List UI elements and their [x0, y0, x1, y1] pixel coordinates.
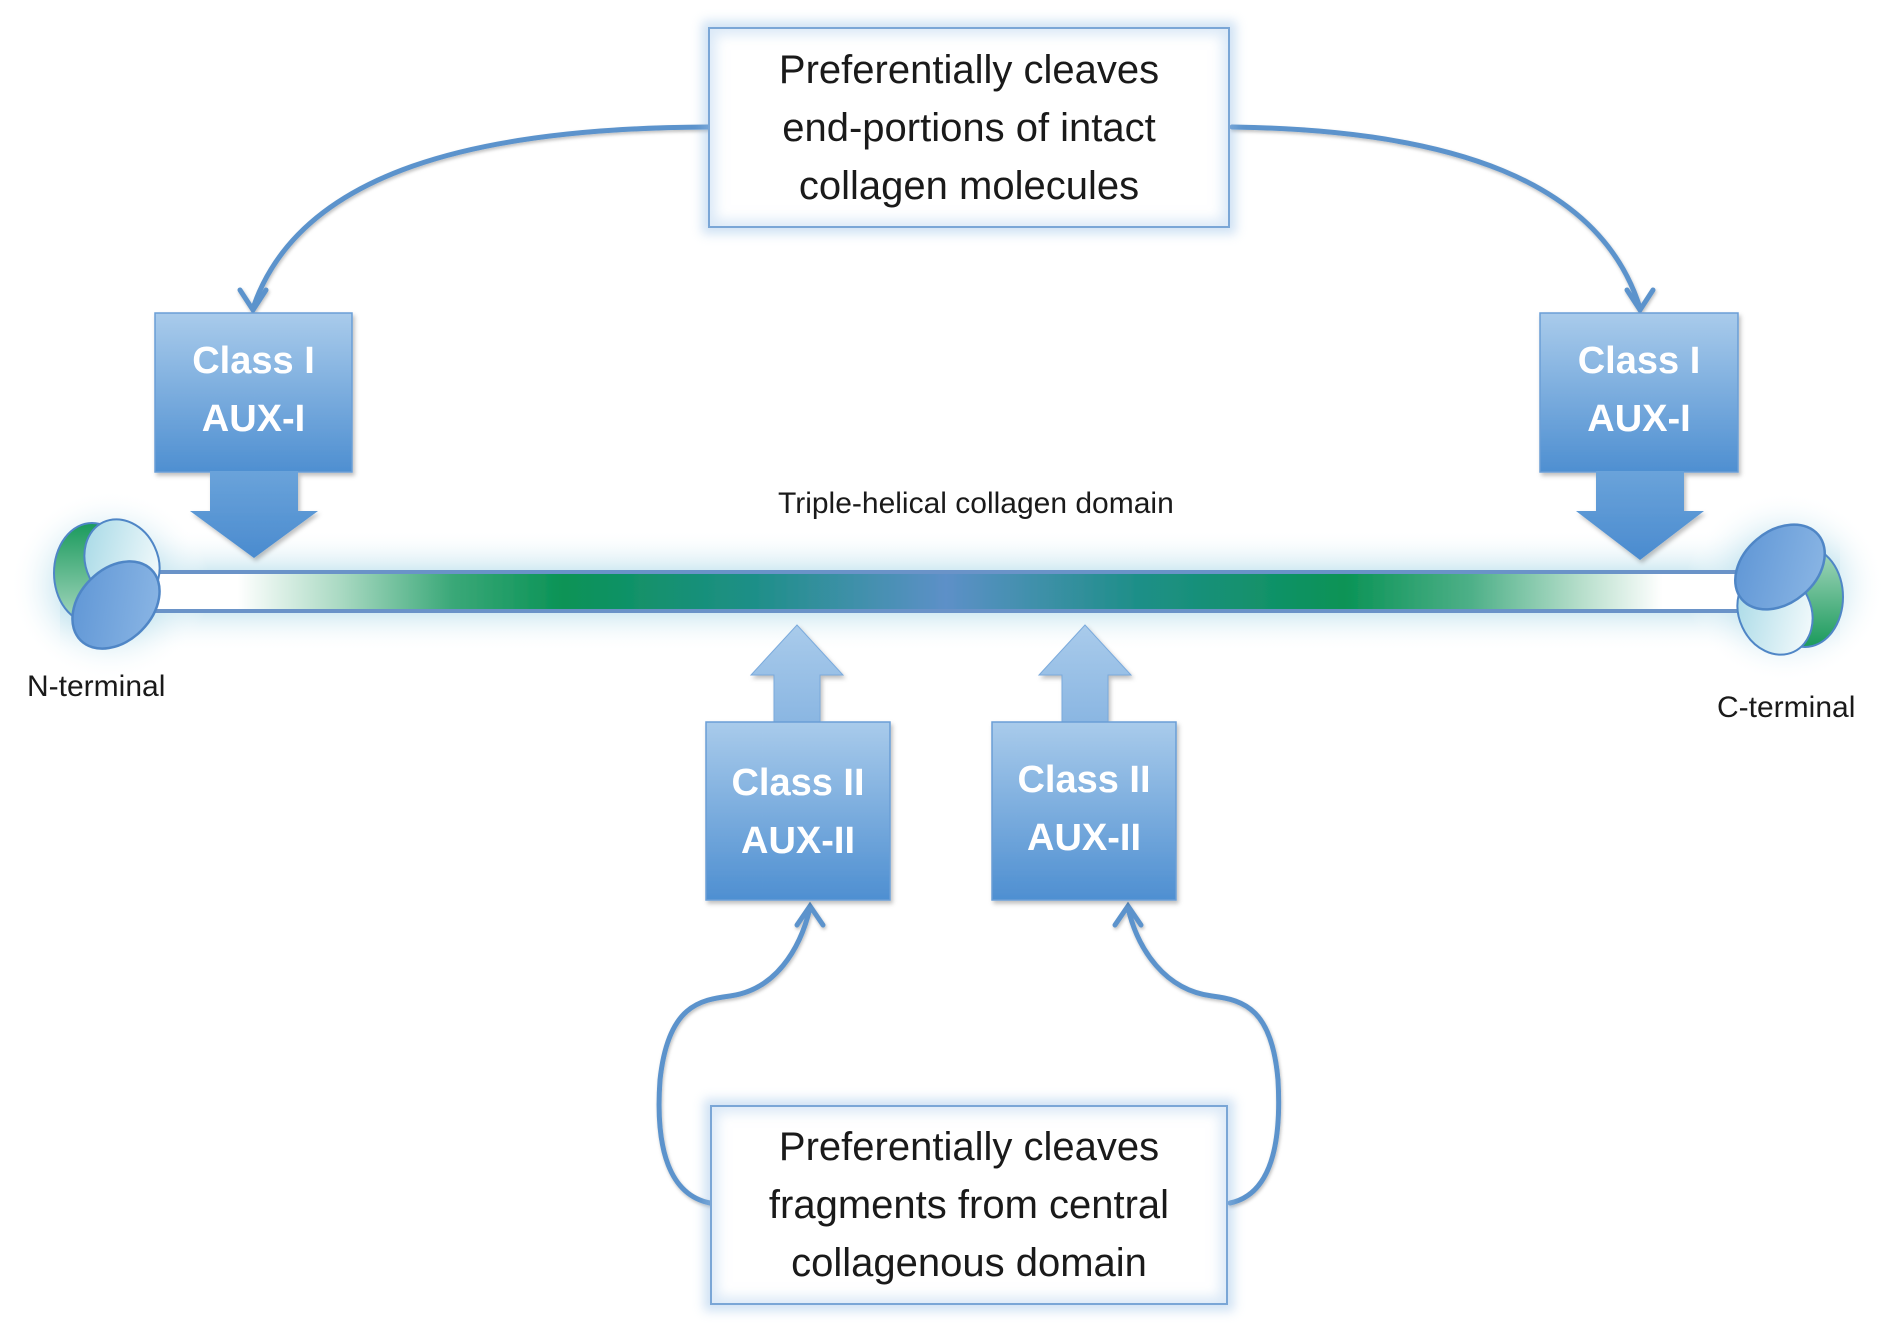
class-i-right-arrow-icon: [1576, 471, 1704, 560]
top-description-line: collagen molecules: [798, 163, 1140, 208]
arrowhead-top-right-icon: [1624, 287, 1656, 315]
class-i-left-block: [154, 312, 353, 558]
top-description-box: Preferentially cleaves end-portions of i…: [708, 27, 1230, 228]
class-i-left-label: Class I AUX-I: [155, 330, 352, 450]
class-ii-left-label: Class II AUX-II: [706, 752, 890, 872]
n-terminal-label: N-terminal: [27, 670, 166, 703]
arrowhead-top-left-icon: [237, 287, 269, 315]
bottom-description-box: Preferentially cleaves fragments from ce…: [710, 1105, 1228, 1305]
arrowhead-bottom-right-icon: [1112, 901, 1144, 928]
connector-bottom-left: [656, 905, 813, 1206]
class-name: Class I: [192, 340, 315, 382]
class-i-left-arrow-icon: [190, 471, 318, 558]
aux-name: AUX-I: [1587, 398, 1691, 440]
class-i-right-block: [1539, 312, 1739, 560]
domain-label: Triple-helical collagen domain: [778, 487, 1174, 520]
class-name: Class II: [1017, 759, 1151, 801]
aux-name: AUX-I: [201, 398, 306, 440]
class-ii-left-block: [705, 624, 891, 901]
connector-top-left: [250, 124, 711, 311]
class-ii-right-block: [991, 624, 1177, 901]
aux-name: AUX-II: [1027, 817, 1141, 859]
aux-name: AUX-II: [741, 820, 855, 862]
bottom-description-line: Preferentially cleaves: [778, 1125, 1160, 1169]
top-description-line: end-portions of intact: [782, 105, 1156, 150]
top-description-line: Preferentially cleaves: [778, 47, 1160, 92]
triple-helical-collagen-bar: [148, 570, 1744, 613]
c-terminal-label: C-terminal: [1717, 691, 1856, 724]
bottom-description-line: fragments from central: [768, 1183, 1170, 1227]
class-name: Class II: [731, 762, 865, 804]
c-terminal-globule-icon: [1734, 523, 1844, 656]
connector-top-right: [1229, 124, 1643, 311]
class-ii-right-label: Class II AUX-II: [992, 749, 1176, 869]
bottom-description-line: collagenous domain: [791, 1241, 1147, 1285]
arrowhead-bottom-left-icon: [794, 901, 826, 928]
class-name: Class I: [1577, 340, 1701, 382]
connector-bottom-right: [1125, 905, 1282, 1206]
class-i-right-label: Class I AUX-I: [1540, 330, 1738, 450]
n-terminal-globule-icon: [53, 518, 161, 650]
